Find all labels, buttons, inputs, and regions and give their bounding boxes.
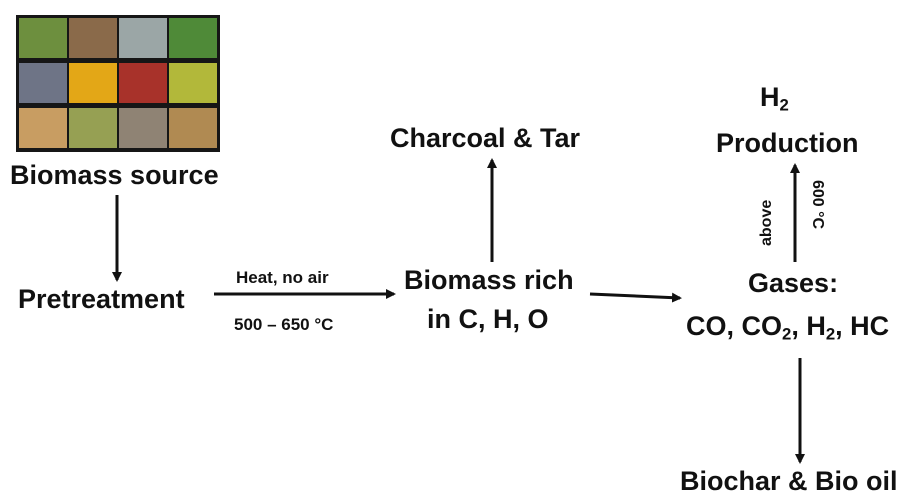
biochar-bio-oil-label: Biochar & Bio oil [680, 466, 898, 496]
h2-subscript: 2 [779, 95, 789, 115]
h2-production-label: Production [716, 128, 859, 158]
charcoal-tar-label: Charcoal & Tar [390, 123, 581, 153]
gases-list-label: CO, CO2, H2, HC [686, 311, 890, 344]
biomass-tile [19, 108, 67, 148]
biomass-tile [119, 18, 167, 58]
temperature-range-label: 500 – 650 °C [234, 315, 334, 334]
biomass-tile [169, 108, 217, 148]
biomass-elements-label: in C, H, O [427, 304, 549, 334]
biomass-tile [19, 18, 67, 58]
biomass-source-image [16, 15, 220, 152]
arrow-biomass-rich-to-gases [589, 292, 682, 303]
pretreatment-label: Pretreatment [18, 284, 185, 314]
biomass-tile [119, 63, 167, 103]
gases-title-label: Gases: [748, 268, 839, 298]
biomass-tile [69, 108, 117, 148]
biomass-tile [169, 18, 217, 58]
biomass-source-label: Biomass source [10, 160, 219, 190]
h2-label: H2 [760, 82, 789, 115]
h2-symbol: H [760, 82, 780, 112]
heat-condition-label: Heat, no air [236, 268, 329, 287]
biomass-tile [169, 63, 217, 103]
biomass-tile [19, 63, 67, 103]
biomass-tile [119, 108, 167, 148]
biomass-rich-label: Biomass rich [404, 265, 574, 295]
biomass-tile [69, 18, 117, 58]
biomass-tile [69, 63, 117, 103]
